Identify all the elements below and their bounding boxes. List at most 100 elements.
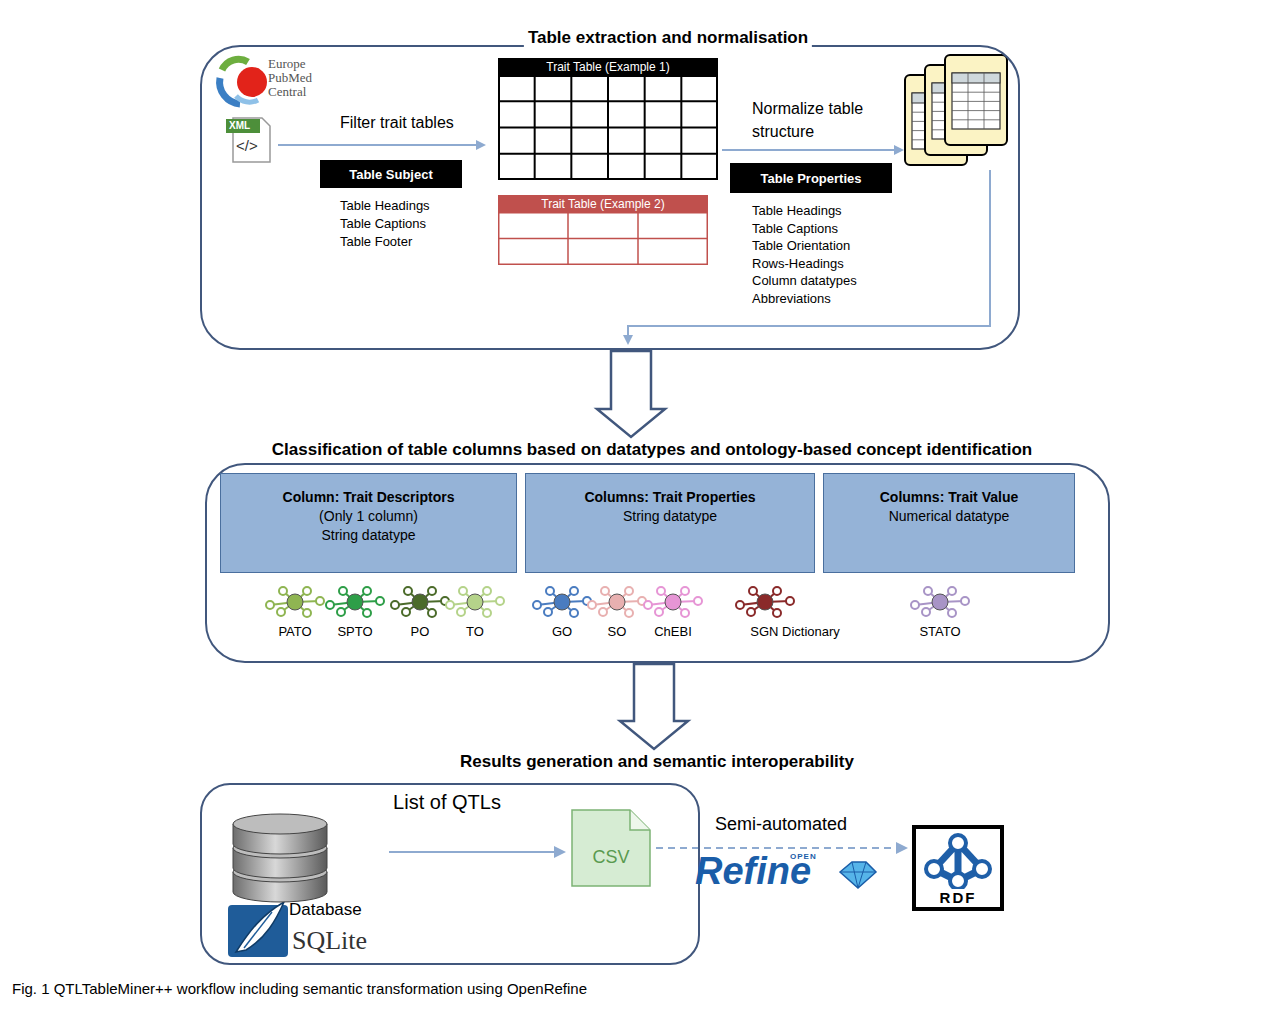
rdf-dot <box>950 873 966 889</box>
network-dot <box>546 587 554 595</box>
network-dot <box>391 601 399 609</box>
network-dot <box>363 587 371 595</box>
table-card-row <box>952 110 1000 111</box>
rdf-dot <box>950 835 966 851</box>
network-hub <box>347 594 363 610</box>
graphic-path <box>840 862 876 888</box>
column-class-box: Columns: Trait PropertiesString datatype <box>525 473 815 573</box>
network-dot <box>601 587 609 595</box>
grid-row <box>498 238 708 240</box>
network-dot <box>773 609 781 617</box>
table-card-row <box>952 119 1000 120</box>
table-card-col <box>984 73 985 129</box>
graphic-circle <box>237 67 267 97</box>
graphic-path <box>236 902 284 952</box>
column-class-body: Numerical datatype <box>832 507 1066 526</box>
ontology-network-icon <box>266 587 324 617</box>
column-class-body: String datatype <box>534 507 806 526</box>
file-fold <box>630 810 650 830</box>
column-class-title: Columns: Trait Properties <box>534 488 806 507</box>
code-symbol: </> <box>236 137 258 154</box>
ontology-network-icon <box>736 587 794 617</box>
xml-file-icon <box>226 118 270 162</box>
network-dot <box>339 587 347 595</box>
arrow-label: Filter trait tables <box>340 114 454 132</box>
property-item: Column datatypes <box>752 273 857 288</box>
network-dot <box>773 587 781 595</box>
network-dot <box>496 597 504 605</box>
property-item: Abbreviations <box>752 291 831 306</box>
rdf-graph-icon <box>916 829 1000 889</box>
ontology-network-icon <box>911 587 969 617</box>
logo-text: SQLite <box>292 926 367 956</box>
column-class-box: Column: Trait Descriptors(Only 1 column)… <box>220 473 517 573</box>
property-item: Table Headings <box>340 198 430 213</box>
table-card-inner <box>952 73 1000 129</box>
epmc-logo <box>220 59 267 104</box>
property-header-box: Table Properties <box>730 163 892 193</box>
network-dot <box>786 597 794 605</box>
ontology-name: TO <box>466 624 484 639</box>
ontology-name: SO <box>608 624 627 639</box>
database-icon <box>225 812 335 904</box>
file-outline <box>572 810 650 886</box>
table-grid <box>498 212 708 265</box>
ontology-icons <box>266 587 969 617</box>
table-grid <box>498 75 718 180</box>
network-dot <box>279 587 287 595</box>
property-item: Table Headings <box>752 203 842 218</box>
sqlite-logo <box>228 902 288 957</box>
ontology-name: STATO <box>919 624 960 639</box>
network-dot <box>694 597 702 605</box>
network-hub <box>412 594 428 610</box>
network-dot <box>337 608 345 616</box>
property-item: Table Captions <box>340 216 426 231</box>
table-header-row: Trait Table (Example 1) <box>498 58 718 75</box>
rdf-label: RDF <box>916 889 1000 906</box>
table-card-head <box>952 73 1000 83</box>
network-dot <box>376 597 384 605</box>
ontology-network-icon <box>446 587 504 617</box>
stage-heading: Classification of table columns based on… <box>268 440 1036 460</box>
network-hub <box>609 594 625 610</box>
property-item: Table Footer <box>340 234 412 249</box>
network-dot <box>736 601 744 609</box>
property-item: Table Orientation <box>752 238 850 253</box>
network-dot <box>948 587 956 595</box>
ontology-network-icon <box>326 587 384 617</box>
column-class-title: Columns: Trait Value <box>832 488 1066 507</box>
grid-frame <box>499 76 717 179</box>
network-dot <box>457 608 465 616</box>
network-dot <box>961 597 969 605</box>
network-hub <box>932 594 948 610</box>
network-dot <box>363 609 371 617</box>
ontology-name: PATO <box>278 624 311 639</box>
grid-frame <box>499 213 708 265</box>
property-item: Rows-Headings <box>752 256 844 271</box>
network-hub <box>467 594 483 610</box>
table-card <box>945 55 1007 145</box>
openrefine-diamond <box>840 862 876 888</box>
block-arrow <box>597 351 665 437</box>
arrow-label: Normalize table structure <box>752 97 880 143</box>
db-top <box>233 814 327 834</box>
trait-table: Trait Table (Example 2) <box>498 195 708 265</box>
network-dot <box>681 587 689 595</box>
network-hub <box>554 594 570 610</box>
grid-row <box>498 100 718 102</box>
graphic-path <box>840 862 876 888</box>
network-dot <box>402 608 410 616</box>
table-card-row <box>952 92 1000 93</box>
ontology-name: SGN Dictionary <box>750 624 840 639</box>
table-header-row: Trait Table (Example 2) <box>498 195 708 212</box>
network-dot <box>948 609 956 617</box>
table-title: Trait Table (Example 1) <box>546 60 669 74</box>
network-dot <box>303 609 311 617</box>
property-header-box: Table Subject <box>320 160 462 188</box>
network-dot <box>544 608 552 616</box>
database-node: Database <box>225 812 385 924</box>
network-dot <box>922 608 930 616</box>
table-card-row <box>952 101 1000 102</box>
column-class-box: Columns: Trait ValueNumerical datatype <box>823 473 1075 573</box>
